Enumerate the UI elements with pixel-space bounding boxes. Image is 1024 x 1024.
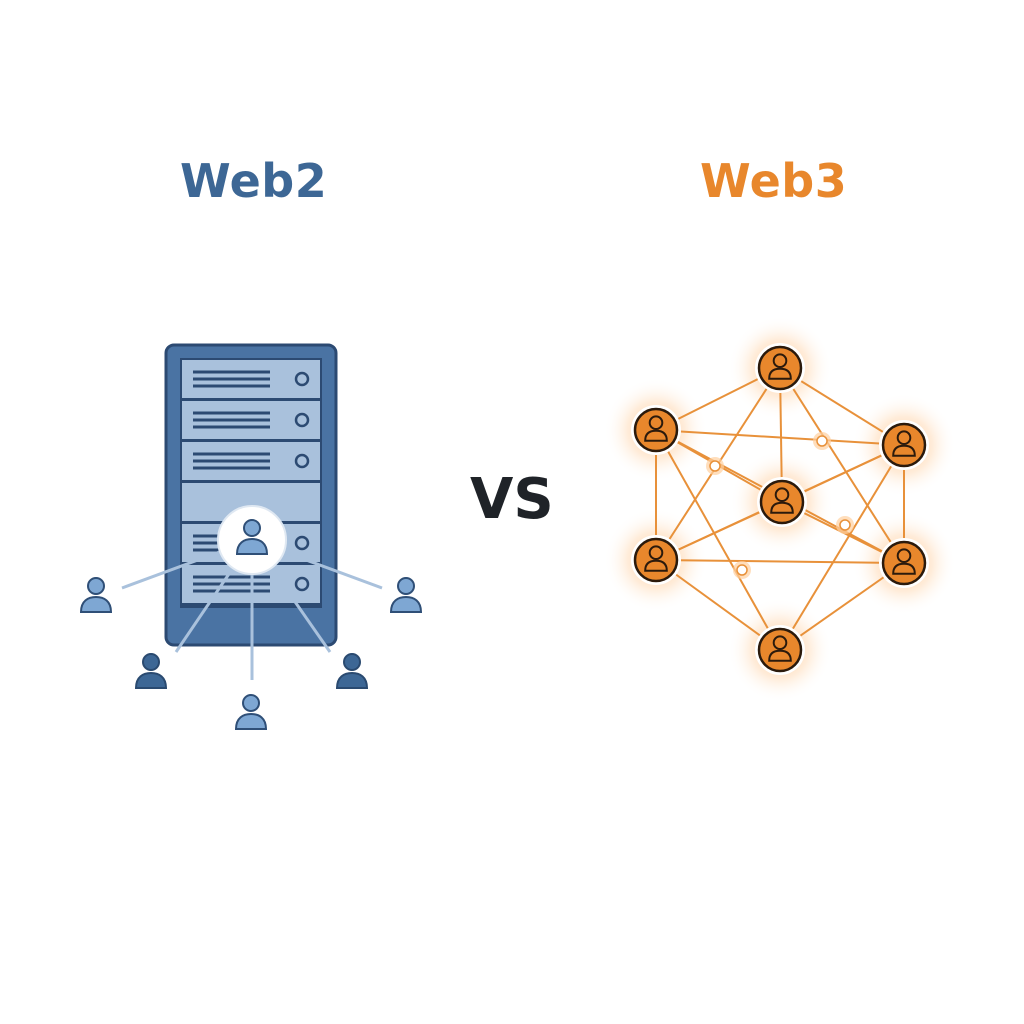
web2-title: Web2 xyxy=(180,154,328,208)
user-icon xyxy=(234,693,268,731)
mesh-line xyxy=(655,559,781,651)
relay-point xyxy=(736,564,748,576)
mesh-line xyxy=(779,367,905,564)
web2-diagram xyxy=(79,343,423,731)
server-unit xyxy=(182,401,320,439)
peer-node xyxy=(879,538,929,588)
vs-label: VS xyxy=(470,467,554,532)
user-icon xyxy=(389,576,423,614)
mesh-line xyxy=(655,559,905,564)
web3-diagram xyxy=(604,316,956,702)
peer-node xyxy=(879,420,929,470)
peer-node xyxy=(631,405,681,455)
peer-node xyxy=(755,625,805,675)
user-icon xyxy=(79,576,113,614)
server-unit xyxy=(182,442,320,480)
user-icon xyxy=(335,652,369,690)
peer-node xyxy=(755,343,805,393)
mesh-line xyxy=(655,429,905,446)
relay-points xyxy=(706,432,854,579)
relay-point xyxy=(839,519,851,531)
web3-title: Web3 xyxy=(700,154,848,208)
peer-node xyxy=(757,477,807,527)
mesh-line xyxy=(779,444,905,651)
peer-node xyxy=(631,535,681,585)
mesh-line xyxy=(779,562,905,651)
mesh-connections xyxy=(655,367,905,651)
central-user-hub xyxy=(217,505,287,575)
relay-point xyxy=(816,435,828,447)
server-unit xyxy=(182,360,320,398)
relay-point xyxy=(709,460,721,472)
user-icon xyxy=(134,652,168,690)
mesh-line xyxy=(655,429,781,651)
